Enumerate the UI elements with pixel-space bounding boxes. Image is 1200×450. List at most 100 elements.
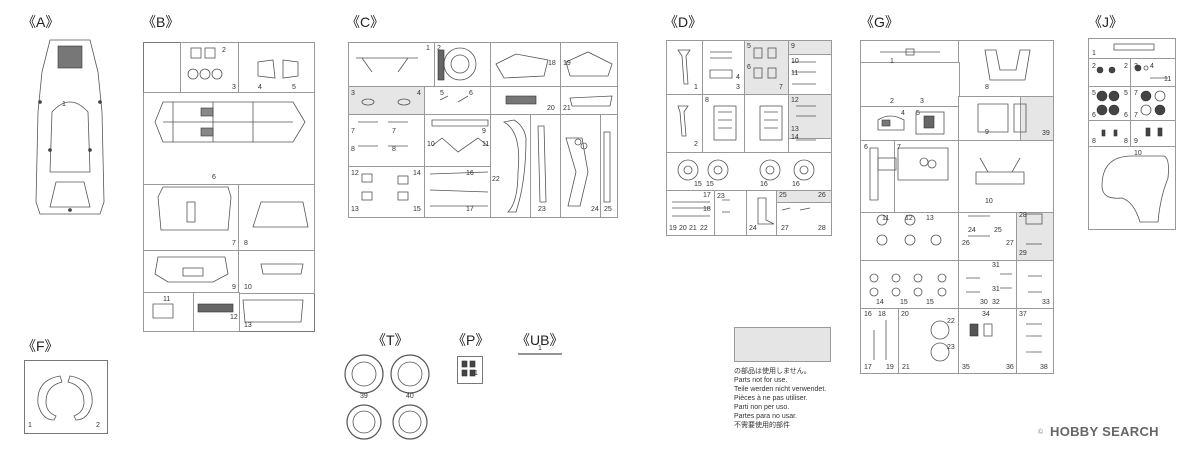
sprue-c-part-number: 5 — [440, 90, 444, 97]
sprue-ub-part-drawing — [518, 353, 562, 355]
sprue-c-part-number: 11 — [482, 141, 490, 148]
sprue-d-part-number: 3 — [736, 84, 740, 91]
sprue-g-part-number: 19 — [886, 364, 894, 371]
sprue-d-cell-unused — [744, 40, 790, 96]
sprue-b-part-number: 11 — [163, 296, 171, 303]
sprue-c-part-number: 7 — [392, 128, 396, 135]
sprue-c-cell — [600, 114, 618, 218]
sprue-g-part-number: 35 — [962, 364, 970, 371]
sprue-c-part-number: 22 — [492, 176, 500, 183]
sprue-c-part-number: 6 — [469, 90, 473, 97]
sprue-j-part-number: 4 — [1150, 63, 1154, 70]
sprue-b-part-number: 7 — [232, 240, 236, 247]
sprue-t-part-number: 39 — [360, 393, 368, 400]
watermark-logo: HOBBY SEARCH — [1050, 424, 1159, 439]
sprue-b-cell — [143, 292, 195, 332]
sprue-g-part-number: 29 — [1019, 250, 1027, 257]
sprue-c-part-number: 15 — [413, 206, 421, 213]
notice-line: Parti non per uso. — [734, 404, 790, 411]
sprue-g-part-number: 14 — [876, 299, 884, 306]
sprue-p-label: 《P》 — [452, 332, 490, 348]
sprue-d-part-number: 27 — [781, 225, 789, 232]
sprue-d-part-number: 4 — [736, 74, 740, 81]
sprue-d-part-number: 11 — [791, 70, 799, 77]
notice-line: 不需要使用的部件 — [734, 422, 790, 429]
sprue-b-label: 《B》 — [142, 14, 180, 30]
sprue-g-cell — [1016, 260, 1054, 310]
sprue-j-part-number: 11 — [1164, 76, 1172, 83]
sprue-g-part-number: 21 — [902, 364, 910, 371]
sprue-d-part-number: 13 — [791, 126, 799, 133]
sprue-j-part-number: 5 — [1124, 90, 1128, 97]
sprue-g-part-number: 6 — [864, 144, 868, 151]
sprue-j-part-number: 9 — [1134, 138, 1138, 145]
sprue-g-part-number: 31 — [992, 262, 1000, 269]
sprue-g-part-number: 15 — [900, 299, 908, 306]
sprue-g-part-number: 39 — [1042, 130, 1050, 137]
sprue-d-part-number: 10 — [791, 58, 799, 65]
sprue-b-part-number: 2 — [222, 47, 226, 54]
sprue-d-part-number: 8 — [705, 97, 709, 104]
sprue-d-part-number: 23 — [717, 193, 725, 200]
sprue-g-part-number: 2 — [890, 98, 894, 105]
sprue-c-part-number: 8 — [392, 146, 396, 153]
sprue-g-part-number: 18 — [878, 311, 886, 318]
notice-line: Teile werden nicht verwendet. — [734, 386, 827, 393]
sprue-g-part-number: 9 — [985, 129, 989, 136]
sprue-c-part-number: 14 — [413, 170, 421, 177]
sprue-j-parts-drawing — [1096, 43, 1169, 223]
sprue-g-part-number: 22 — [947, 318, 955, 325]
sprue-j-part-number: 1 — [1092, 50, 1096, 57]
sprue-c-part-number: 19 — [563, 60, 571, 67]
sprue-d-part-number: 16 — [760, 181, 768, 188]
sprue-c-part-number: 18 — [548, 60, 556, 67]
sprue-g-part-number: 8 — [985, 84, 989, 91]
sprue-c-part-number: 24 — [591, 206, 599, 213]
sprue-g-part-number: 33 — [1042, 299, 1050, 306]
sprue-c-part-number: 9 — [482, 128, 486, 135]
sprue-a-label: 《A》 — [22, 14, 60, 30]
sprue-c-part-number: 4 — [417, 90, 421, 97]
sprue-d-cell — [666, 190, 716, 236]
sprue-d-part-number: 21 — [689, 225, 697, 232]
sprue-b-part-number: 8 — [244, 240, 248, 247]
sprue-g-label: 《G》 — [860, 14, 899, 30]
notice-line: Parts not for use. — [734, 377, 788, 384]
sprue-g-part-number: 25 — [994, 227, 1002, 234]
sprue-f-label: 《F》 — [22, 338, 59, 354]
sprue-c-part-number: 21 — [563, 105, 571, 112]
sprue-d-part-number: 15 — [706, 181, 714, 188]
sprue-g-part-number: 31 — [992, 286, 1000, 293]
sprue-d-part-number: 14 — [791, 134, 799, 141]
sprue-c-part-number: 7 — [351, 128, 355, 135]
not-for-use-notes: の部品は使用しません。 Parts not for use. Teile wer… — [734, 367, 826, 430]
sprue-j-part-number: 8 — [1092, 138, 1096, 145]
sprue-g-part-number: 7 — [897, 144, 901, 151]
sprue-j-label: 《J》 — [1088, 14, 1123, 30]
sprue-d-part-number: 9 — [791, 43, 795, 50]
sprue-d-part-number: 25 — [779, 192, 787, 199]
sprue-g-part-number: 38 — [1040, 364, 1048, 371]
sprue-g-cell — [860, 62, 960, 108]
sprue-b-part-number: 6 — [212, 174, 216, 181]
sprue-g-part-number: 5 — [916, 110, 920, 117]
sprue-g-part-number: 20 — [901, 311, 909, 318]
sprue-c-part-number: 8 — [351, 146, 355, 153]
watermark-copyright-mark: © — [1038, 429, 1044, 436]
sprue-c-cell — [348, 166, 426, 218]
sprue-c-part-number: 17 — [466, 206, 474, 213]
sprue-g-part-number: 4 — [901, 110, 905, 117]
sprue-j-part-number: 5 — [1092, 90, 1096, 97]
sprue-d-part-number: 17 — [703, 192, 711, 199]
sprue-j-part-number: 6 — [1092, 112, 1096, 119]
sprue-d-cell — [702, 40, 746, 96]
sprue-ub-label: 《UB》 — [516, 332, 564, 348]
sprue-ub-part-number: 1 — [538, 345, 542, 352]
sprue-g-parts-drawing — [869, 48, 1043, 362]
sprue-j-part-number: 3 — [1134, 63, 1138, 70]
sprue-j-cell — [1130, 86, 1176, 122]
sprue-b-cell — [238, 250, 315, 294]
sprue-g-part-number: 3 — [920, 98, 924, 105]
sprue-g-part-number: 24 — [968, 227, 976, 234]
sprue-g-part-number: 36 — [1006, 364, 1014, 371]
